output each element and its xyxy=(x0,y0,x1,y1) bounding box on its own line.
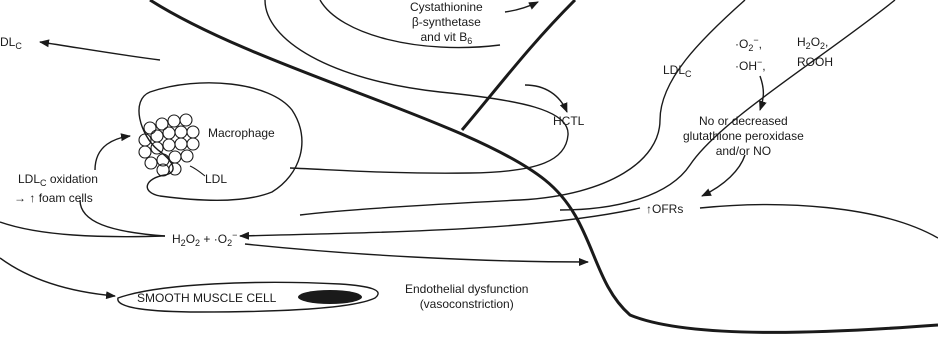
arrow-to-ldl-top-left xyxy=(40,42,160,60)
h2o2-h: H xyxy=(172,232,181,246)
macrophage-label: Macrophage xyxy=(208,126,275,141)
ldl-oxidation-label: LDLC oxidation xyxy=(18,172,98,191)
arrow-ofrs-out xyxy=(700,205,938,238)
ldl-right-sub: C xyxy=(685,69,692,79)
comma-1: , xyxy=(759,37,762,51)
h2o2-right-h: H xyxy=(797,35,806,49)
endothelial-label: Endothelial dysfunction (vasoconstrictio… xyxy=(405,282,528,312)
ldl-top-left-label: DLC xyxy=(0,35,22,54)
smooth-muscle-label: SMOOTH MUSCLE CELL xyxy=(137,291,276,306)
ldl-top-left-sub: C xyxy=(15,41,22,51)
ofrs-text: OFRs xyxy=(652,202,683,216)
arrow-to-smooth-muscle xyxy=(0,258,115,296)
hctl-label: HCTL xyxy=(553,114,584,129)
h2o2-right-comma: , xyxy=(825,35,828,49)
ldl-macrophage-label: LDL xyxy=(205,172,227,187)
cbs-line2: β-synthetase xyxy=(410,15,483,30)
arrow-ros-from-left xyxy=(0,222,165,237)
cbs-line1: Cystathionine xyxy=(410,0,483,15)
arrow-ldl-to-macrophage xyxy=(190,166,205,176)
hydroxyl-text: ·OH xyxy=(735,59,757,73)
ldl-oxidation-prefix: LDL xyxy=(18,172,40,186)
arrow-cbs-out xyxy=(505,2,538,12)
gpx-label: No or decreased glutathione peroxidase a… xyxy=(683,114,804,159)
arrow-oxidation-from-ros xyxy=(80,200,165,236)
foam-arrow: → ↑ xyxy=(14,191,35,205)
endothelial-line2: (vasoconstriction) xyxy=(405,297,528,312)
h2o2-right-o: O xyxy=(811,35,820,49)
hydroxyl-label: ·OH−, xyxy=(735,55,766,74)
ldl-particle-cluster xyxy=(139,114,199,176)
cbs-line3-sub: 6 xyxy=(467,36,472,46)
arrow-ldl-to-oxidation xyxy=(95,136,130,170)
endothelial-line1: Endothelial dysfunction xyxy=(405,282,528,297)
foam-cells-text: foam cells xyxy=(39,191,93,205)
cbs-line3-text: and vit B xyxy=(421,30,468,44)
arrow-gpx-to-ofrs xyxy=(702,155,745,196)
cbs-line3: and vit B6 xyxy=(410,30,483,49)
comma-2: , xyxy=(762,59,765,73)
foam-cells-label: → ↑ foam cells xyxy=(14,191,93,206)
ldl-right-text: LDL xyxy=(663,63,685,77)
h2o2-plus: + xyxy=(200,232,214,246)
contour-right-2 xyxy=(560,0,895,210)
superoxide-right-label: ·O2−, xyxy=(735,33,762,56)
smooth-muscle-nucleus xyxy=(298,290,362,304)
gpx-line3: and/or NO xyxy=(683,144,804,159)
arrow-ros-to-endo xyxy=(245,244,588,262)
arrow-ros-to-gpx xyxy=(760,76,763,110)
gpx-line2: glutathione peroxidase xyxy=(683,129,804,144)
superoxide-sup: − xyxy=(232,230,237,240)
ldl-oxidation-suffix: oxidation xyxy=(47,172,98,186)
ldl-top-left-text: DL xyxy=(0,35,15,49)
ldl-right-label: LDLC xyxy=(663,63,692,82)
superoxide-right-o: O xyxy=(739,37,748,51)
h2o2-right-label: H2O2, xyxy=(797,35,828,54)
h2o2-o: O xyxy=(186,232,195,246)
gpx-line1: No or decreased xyxy=(683,114,804,129)
arrow-to-hctl xyxy=(525,85,567,112)
ofrs-label: ↑OFRs xyxy=(646,202,683,217)
rooh-label: ROOH xyxy=(797,55,833,70)
h2o2-o2-label: H2O2 + ·O2− xyxy=(172,228,237,251)
cbs-label: Cystathionine β-synthetase and vit B6 xyxy=(410,0,483,49)
superoxide-o: O xyxy=(218,232,227,246)
contour-right-1 xyxy=(300,0,745,215)
